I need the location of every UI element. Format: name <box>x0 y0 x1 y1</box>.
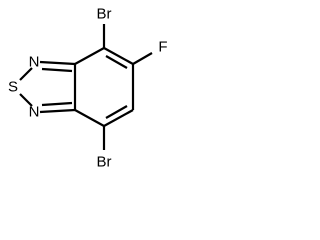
bond-n3-s <box>19 67 33 81</box>
bond-c4-c5 <box>103 47 134 65</box>
bond-c3a-c4 <box>74 47 105 65</box>
bond-c6-c7 <box>103 109 134 127</box>
atom-label-nitrogen-bottom: N <box>29 104 40 121</box>
atom-label-bromine-bottom: Br <box>97 154 112 171</box>
bond-c3a-n3 <box>39 60 76 66</box>
bond-n1-c7a <box>39 108 76 114</box>
bond-c4-c5-inner <box>105 55 128 69</box>
atom-label-fluorine: F <box>158 39 167 56</box>
atom-label-sulfur: S <box>8 79 18 96</box>
bond-n1-c7a-double <box>41 101 73 107</box>
molecule-diagram: Br F N S N Br <box>8 6 168 171</box>
bond-c5-f <box>132 52 153 65</box>
structure-canvas: Br F N S N Br <box>0 0 180 178</box>
bond-c3a-n3-double <box>41 67 73 73</box>
atom-label-nitrogen-top: N <box>29 54 40 71</box>
bond-c7-c7a <box>74 109 105 127</box>
bond-s-n1 <box>19 93 33 107</box>
bond-c6-c7-inner <box>105 105 128 119</box>
atom-label-bromine-top: Br <box>97 6 112 23</box>
